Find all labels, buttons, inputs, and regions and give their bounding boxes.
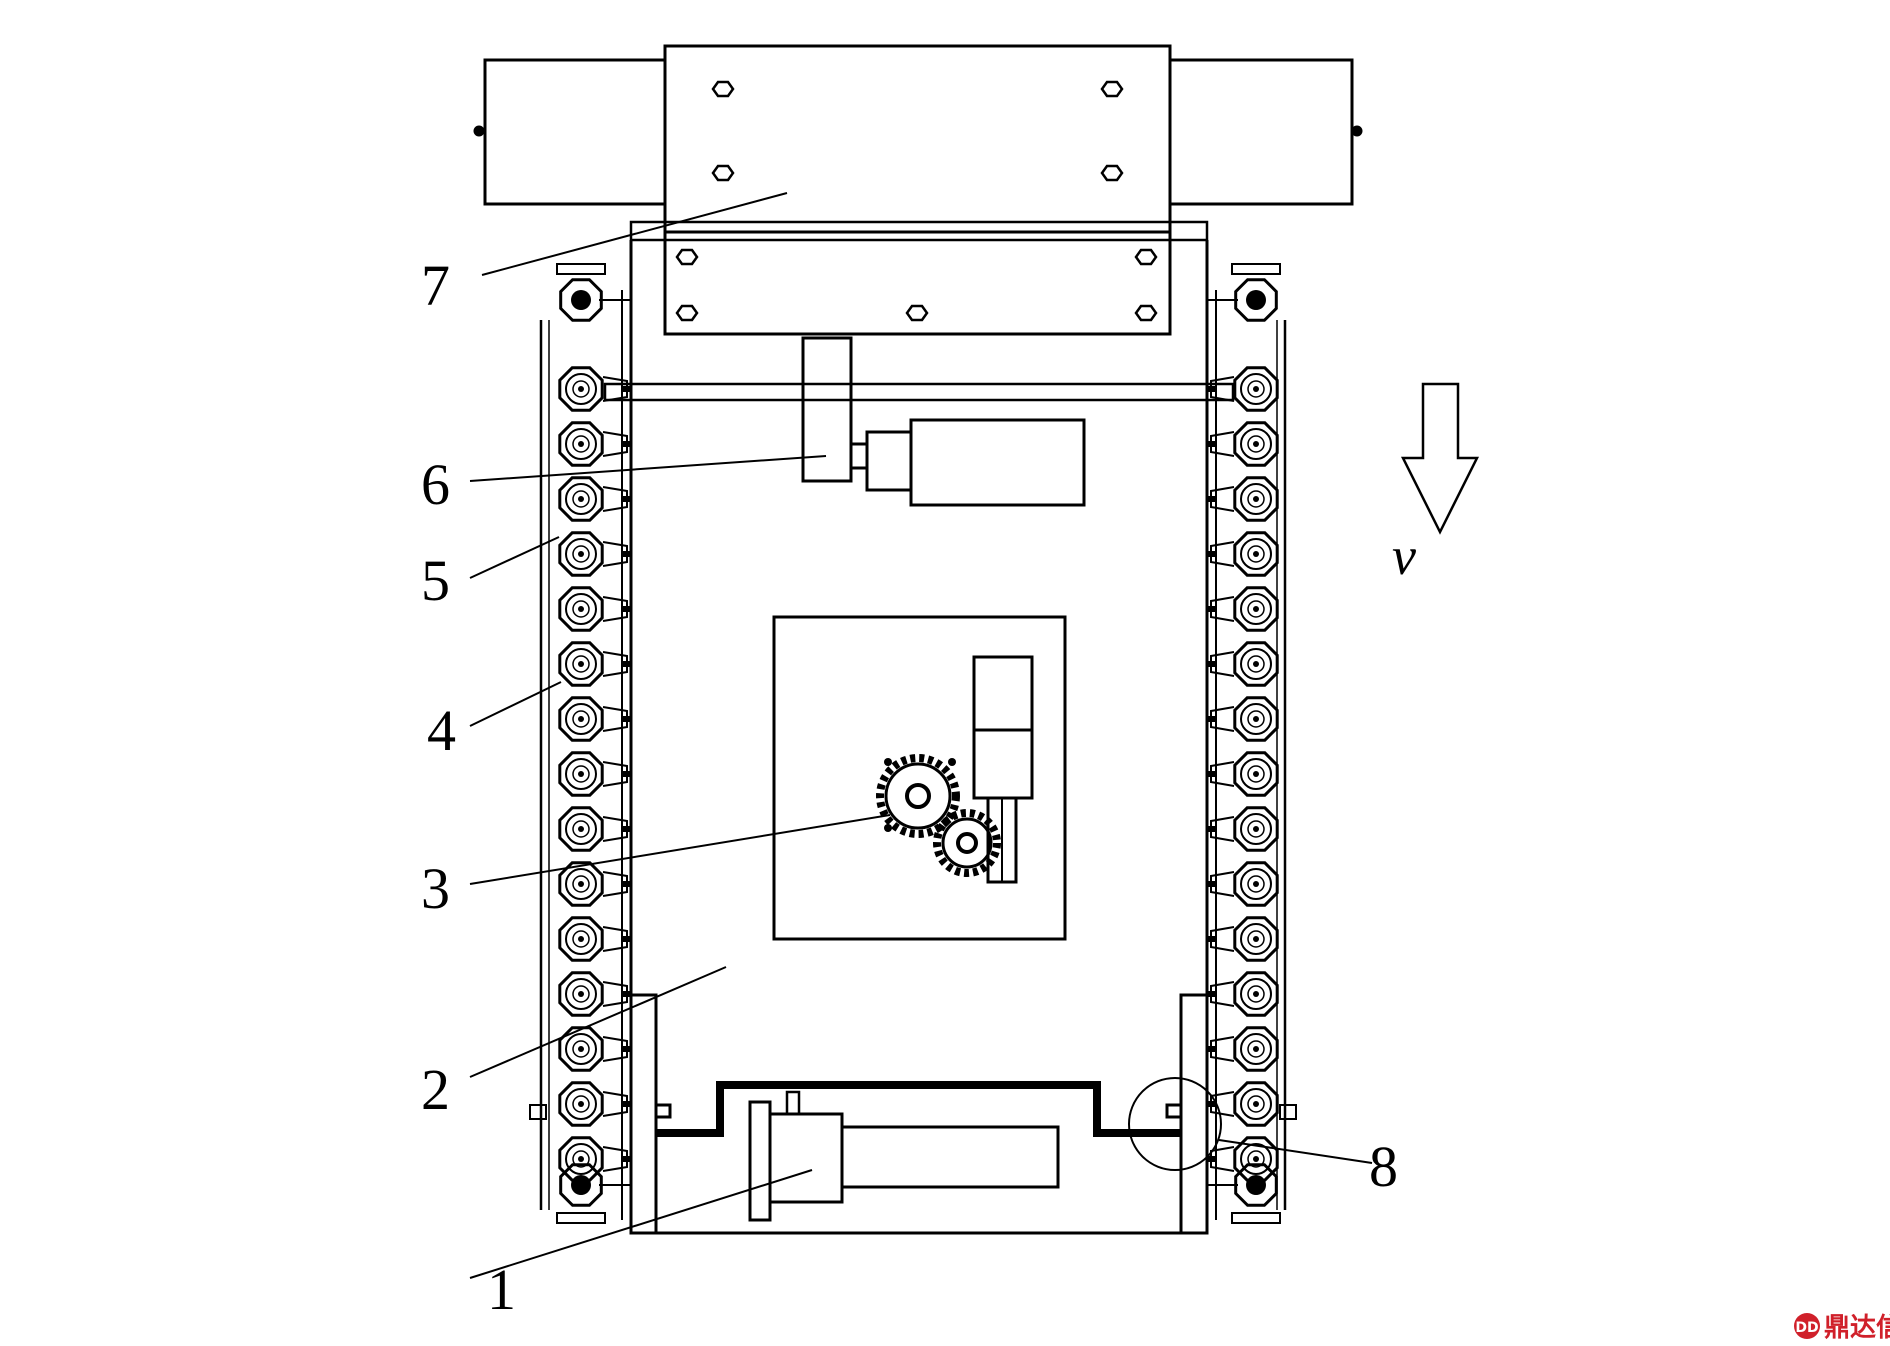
track-roller (558, 1026, 630, 1072)
track-roller (1208, 1026, 1279, 1072)
track-roller (1208, 586, 1279, 632)
leader-lines (469, 192, 1373, 1279)
detail-circle-8 (1128, 1077, 1222, 1171)
track-roller (558, 476, 630, 522)
track-roller (1208, 916, 1279, 962)
callout-5: 5 (421, 548, 450, 613)
callout-8: 8 (1369, 1134, 1398, 1199)
track-end-roller-bottom (556, 1163, 631, 1224)
track-roller (1208, 861, 1279, 907)
track-roller (558, 531, 630, 577)
velocity-label: v (1392, 526, 1416, 586)
track-roller (1208, 1081, 1279, 1127)
motor-drive-6 (801, 336, 1086, 507)
track-roller (558, 586, 630, 632)
track-roller (558, 806, 630, 852)
track-roller (1208, 751, 1279, 797)
track-roller (558, 861, 630, 907)
track-roller (558, 366, 630, 412)
callout-4: 4 (427, 698, 456, 763)
track-roller (558, 1081, 630, 1127)
center-gear-box (772, 615, 1067, 941)
track-roller (558, 751, 630, 797)
track-pin (1279, 1104, 1297, 1120)
track-roller (558, 421, 630, 467)
track-roller (1208, 641, 1279, 687)
track-roller (1208, 806, 1279, 852)
track-roller (558, 971, 630, 1017)
track-roller (558, 696, 630, 742)
track-roller (1208, 971, 1279, 1017)
watermark-icon (1794, 1313, 1820, 1339)
track-roller (1208, 366, 1279, 412)
watermark-icon-glyph: DD (1795, 1320, 1818, 1336)
track-end-roller-top (1207, 263, 1281, 322)
track-roller (558, 1136, 630, 1182)
track-roller (1208, 531, 1279, 577)
callout-2: 2 (421, 1057, 450, 1122)
track-roller (558, 916, 630, 962)
gear-set (876, 754, 1001, 877)
callout-7: 7 (421, 253, 450, 318)
watermark-logo: DD 鼎达信 (1794, 1313, 1890, 1343)
top-lift-assembly (473, 44, 1363, 336)
track-end-roller-bottom (1207, 1163, 1281, 1224)
track-roller (1208, 476, 1279, 522)
track-left (529, 263, 631, 1224)
callout-1: 1 (487, 1257, 516, 1322)
callout-3: 3 (421, 856, 450, 921)
bottom-push-assembly (629, 993, 1209, 1235)
velocity-arrow: v (1392, 382, 1480, 586)
watermark-text: 鼎达信 (1824, 1313, 1890, 1343)
track-roller (558, 641, 630, 687)
callout-numbers: 1 2 3 4 5 6 7 8 (421, 253, 1398, 1322)
track-right (1207, 263, 1297, 1224)
track-roller (1208, 1136, 1279, 1182)
track-end-roller-top (556, 263, 631, 322)
track-roller (1208, 421, 1279, 467)
callout-6: 6 (421, 452, 450, 517)
top-bolts (675, 80, 1158, 322)
track-pin (529, 1104, 547, 1120)
track-roller (1208, 696, 1279, 742)
